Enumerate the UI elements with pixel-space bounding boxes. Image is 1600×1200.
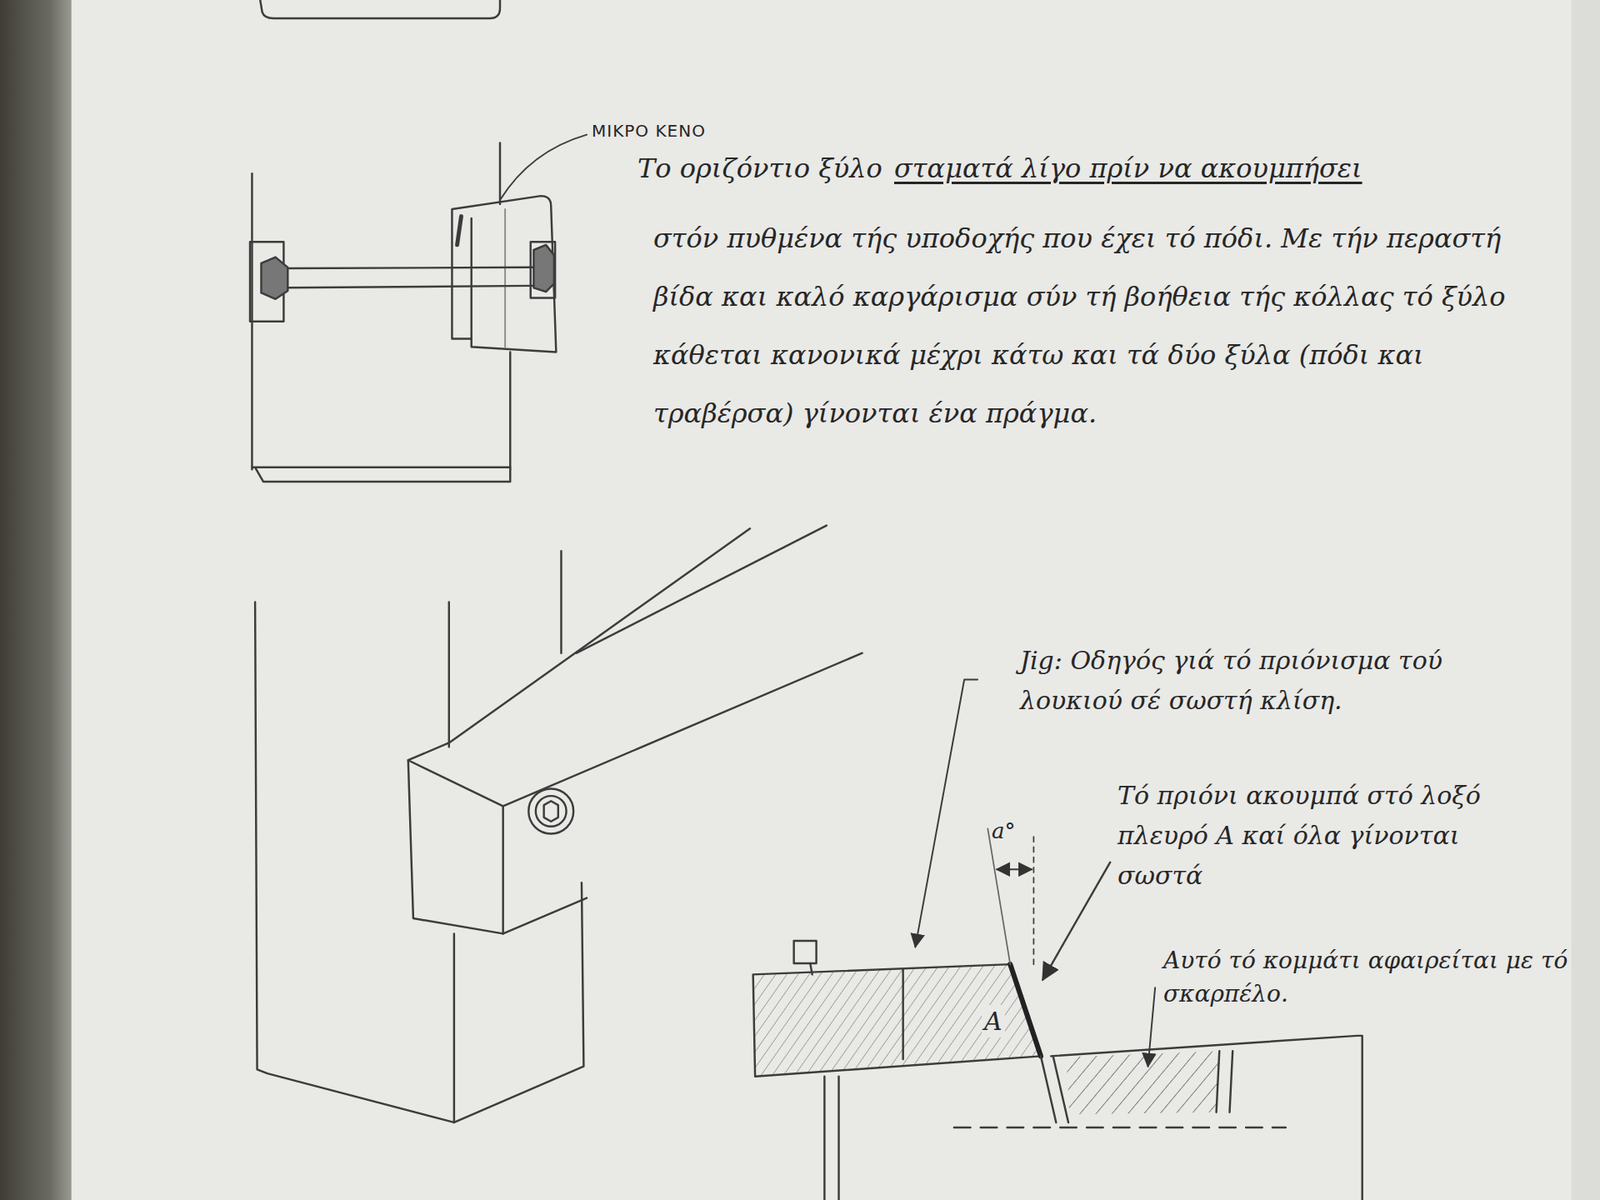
bolt-rod <box>285 267 533 288</box>
note-text: Το οριζόντιο ξύλο <box>637 150 883 186</box>
hidden-edge <box>504 209 506 347</box>
rail-edge <box>408 528 750 760</box>
paper-edge <box>1571 0 1600 1200</box>
waste-note: Αυτό τό κομμάτι αφαιρείται με τό σκαρπέλ… <box>1163 944 1572 1011</box>
jig-sketch <box>753 680 1363 1200</box>
saw-kerf <box>1040 1055 1069 1123</box>
callout-label: ΜΙΚΡΟ ΚΕΝΟ <box>591 120 706 142</box>
rail-end <box>451 195 556 352</box>
pencil-lines <box>250 0 1363 1200</box>
previous-sketch <box>260 0 500 19</box>
clamp-screw <box>824 1076 839 1200</box>
leg-bottom <box>251 467 510 482</box>
hex-socket <box>544 800 559 821</box>
joint-section <box>250 135 587 482</box>
leader-line <box>1148 987 1156 1066</box>
rail-edge <box>470 218 472 339</box>
leg-edge <box>509 351 511 470</box>
jig-face-a <box>1010 964 1041 1056</box>
jig-line <box>901 969 904 1060</box>
leg-edge <box>449 550 562 747</box>
rail-edge <box>503 898 587 935</box>
bolt-head <box>528 789 574 835</box>
barrel-nut <box>533 245 554 292</box>
leg-edge <box>499 142 501 204</box>
face-label: A <box>981 1005 1005 1038</box>
angle-arrow <box>996 868 1032 870</box>
leader-line <box>500 135 587 200</box>
angle-reference <box>1033 836 1035 965</box>
angle-reference <box>987 828 1010 965</box>
note-text: στόν πυθμένα τής υποδοχής που έχει τό πό… <box>653 209 1521 443</box>
rail-edge <box>576 525 827 654</box>
jig-note: Jig: Οδηγός γιά τό πριόνισμα τού λουκιού… <box>1020 640 1510 721</box>
clamp-screw <box>810 963 812 975</box>
saw-kerf <box>1216 1050 1234 1112</box>
leader-line <box>1042 862 1110 980</box>
gap-mark <box>457 216 462 245</box>
jig-block <box>753 964 1041 1077</box>
bolt-head <box>535 795 567 827</box>
leg-outline <box>454 882 585 1123</box>
bolt-head <box>260 257 288 300</box>
angle-label: a° <box>991 816 1016 845</box>
depth-line <box>954 1126 1286 1129</box>
clamp-knob <box>794 940 817 964</box>
leader-line <box>915 680 978 948</box>
rail-end-face <box>408 760 504 934</box>
desk-edge <box>0 0 72 1200</box>
waste-piece <box>1066 1050 1220 1115</box>
workpiece <box>1050 1035 1362 1200</box>
nut-pocket <box>530 241 555 298</box>
leg-outline <box>255 601 455 1122</box>
saw-note: Τό πριόνι ακουμπά στό λοξό πλευρό A καί … <box>1117 775 1526 896</box>
rail-edge <box>503 653 863 807</box>
note-emphasis: σταματά λίγο πρίν να ακουμπήσει <box>894 150 1363 186</box>
